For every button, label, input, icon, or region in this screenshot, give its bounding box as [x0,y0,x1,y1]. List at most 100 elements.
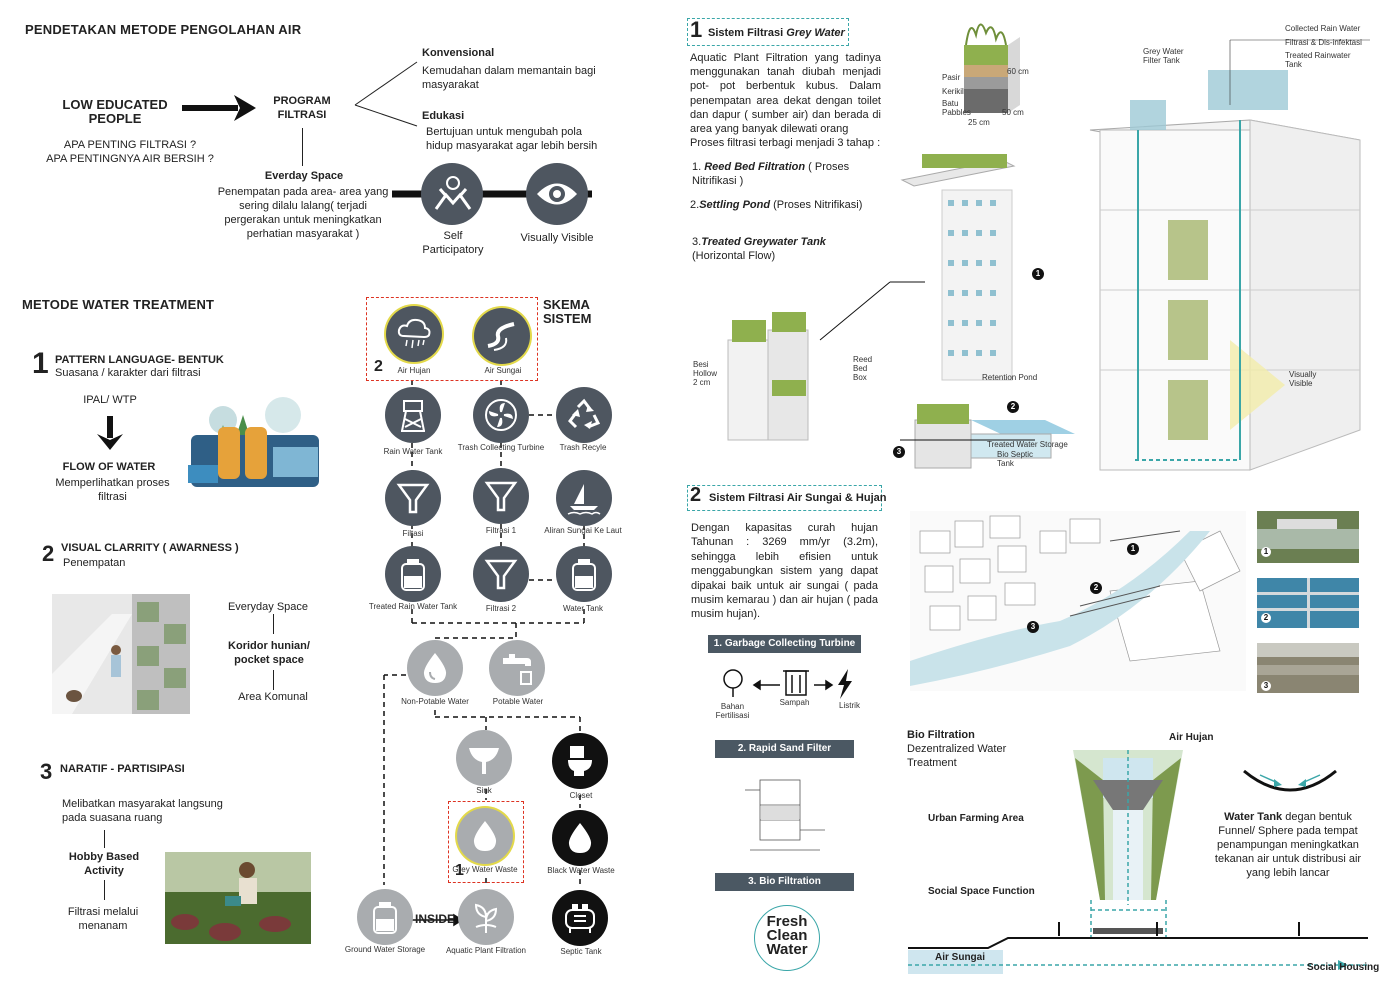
program-filtrasi-label: PROGRAM FILTRASI [273,95,331,121]
grey-water-steps-intro: Proses filtrasi terbagi menjadi 3 tahap … [690,137,881,149]
aquatic-plant-label: Aquatic Plant Filtration [445,946,527,955]
method-3-number: 3 [40,759,53,784]
turbine-process-icons [723,669,852,699]
closet-node [552,733,608,789]
wtp-illustration [183,395,328,495]
trash-turbine-node [473,387,529,443]
label-25cm: 25 cm [968,118,990,127]
photo-marker-1: 1 [1261,547,1271,557]
turbine-bar: 1. Garbage Collecting Turbine [708,635,861,653]
grey-water-title-box [687,18,849,46]
sink-node [456,730,512,786]
connector-line [273,670,274,690]
method-2-number: 2 [42,541,55,566]
photo-turbine [1257,511,1359,563]
question-1: APA PENTING FILTRASI ? [63,139,197,151]
konvensional-title: Konvensional [422,47,495,59]
garden-photo [165,852,311,944]
filtrasi-2-label: Filtrasi 2 [485,604,517,613]
area-komunal-label: Area Komunal [238,691,308,703]
social-housing-label: Social Housing [1307,962,1380,973]
filtasi-node [385,470,441,526]
faucet-icon [503,654,532,685]
aquatic-plant-node [458,889,514,945]
method-1-number: 1 [32,347,49,380]
visually-visible-label: Visually Visible [520,232,594,244]
black-water-waste-label: Black Water Waste [547,866,615,875]
eye-icon [537,183,577,205]
grey-water-illustration [727,23,1370,471]
everyday-space-label: Everyday Space [227,601,309,613]
grey-water-waste-node [457,808,513,864]
ipal-label: IPAL/ WTP [83,394,137,406]
konvensional-text: Kemudahan dalam memantain bagi masyaraka… [422,65,596,91]
air-sungai-label-bio: Air Sungai [935,952,986,963]
plant-icon [474,903,498,933]
fresh-clean-water-label: Fresh Clean Water [766,913,808,958]
edukasi-text: Bertujuan untuk mengubah pola hidup masy… [426,126,598,152]
aliran-sungai-node [556,470,612,526]
black-water-waste-node [552,810,608,866]
self-participatory-label: Self Participatory [422,230,484,256]
method-1-title: PATTERN LANGUAGE- BENTUK [55,354,224,366]
river-number: 2 [690,484,702,506]
ground-water-storage-node [357,889,413,945]
flow-of-water-sub: Memperlihatkan proses filtrasi [55,477,170,503]
stair-planters-photo [52,594,190,714]
arrow-down-icon [97,416,123,450]
connector-line [104,830,105,848]
funnel-icon [484,481,518,512]
septic-tank-node [552,890,608,946]
label-grey-water-filter-tank: Grey Water Filter Tank [1143,47,1184,65]
photo-sand-filter [1257,578,1359,628]
label-pasir: Pasir [942,73,961,82]
trash-recycle-node [556,387,612,443]
potable-node [489,640,545,696]
tank-icon [572,559,596,591]
bio-filtration-bar: 3. Bio Filtration [715,873,854,891]
air-hujan-label: Air Hujan [397,366,431,375]
tank-icon [401,559,425,591]
water-tank-text: Water Tank degan bentuk Funnel/ Sphere p… [1214,811,1362,879]
grey-water-step-3: 3.Treated Greywater Tank (Horizontal Flo… [692,236,826,262]
label-bahan: Bahan Fertilisasi [715,702,750,720]
air-hujan-node [386,306,442,362]
method-2-sub: Penempatan [63,557,126,569]
label-filtrasi-dis: Filtrasi & Dis-infektasi [1285,38,1362,47]
grey-water-paragraph: Aquatic Plant Filtration yang tadinya me… [690,52,881,136]
ship-icon [567,484,601,515]
label-besi-hollow: Besi Hollow 2 cm [693,360,718,387]
air-sungai-label: Air Sungai [484,366,522,375]
grey-water-step-2: 2.Settling Pond (Proses Nitrifikasi) [690,199,863,211]
inside-label: INSIDE [415,912,456,926]
fresh-water-badge [754,905,820,971]
septic-tank-label: Septic Tank [560,947,602,956]
filtrasi-1-node [473,468,529,524]
septic-tank-icon [565,904,595,933]
arrow-right-icon [182,95,256,121]
trash-recycle-label: Trash Recyle [559,443,607,452]
ground-water-storage-label: Ground Water Storage [344,945,426,954]
label-visually-visible: Visually Visible [1289,370,1317,388]
label-treated-water-storage: Treated Water Storage [987,440,1068,449]
low-educated-label: LOW EDUCATED PEOPLE [62,97,168,126]
water-tower-icon [401,400,425,432]
label-collected-rain: Collected Rain Water [1285,24,1361,33]
connector-line [104,880,105,900]
section-title-pendekatan: PENDETAKAN METODE PENGOLAHAN AIR [25,22,302,37]
question-2: APA PENTINGNYA AIR BERSIH ? [46,153,214,165]
aerial-marker-1: 1 [1127,543,1139,555]
koridor-label: Koridor hunian/ pocket space [228,640,310,666]
sand-filter-bar: 2. Rapid Sand Filter [715,740,854,758]
air-sungai-node [474,308,530,364]
method-3-title: NARATIF - PARTISIPASI [60,763,185,775]
schema-connectors [383,380,585,927]
turbine-icon [485,399,517,431]
filtasi-label: Filtasi [402,529,424,538]
edukasi-title: Edukasi [422,110,465,122]
method-1-sub: Suasana / karakter dari filtrasi [55,367,201,379]
group-grey-water [448,801,524,883]
river-title: Sistem Filtrasi Air Sungai & Hujan [709,492,887,504]
hobby-based-label: Hobby Based Activity [68,851,140,877]
water-drop-icon [423,653,447,683]
